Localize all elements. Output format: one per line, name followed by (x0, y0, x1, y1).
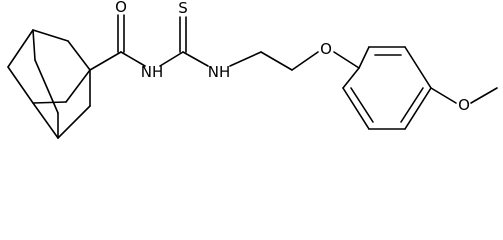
bond (89, 51, 122, 71)
atom-labels: O S NH NH O O (115, 0, 470, 114)
bond (159, 51, 184, 67)
bond (120, 51, 146, 67)
bond (7, 66, 34, 104)
bond (342, 87, 370, 130)
acyl-thiourea-linker (89, 14, 209, 71)
bond (57, 105, 91, 139)
bond (342, 67, 360, 89)
methoxy-group (430, 87, 498, 104)
ether-oxygen-label: O (320, 40, 332, 58)
thiourea-nitrogen-label: NH (208, 63, 231, 81)
chemical-structure: O S NH NH O O (7, 0, 498, 139)
bond (291, 51, 319, 71)
adamantane-cage (7, 29, 91, 139)
amide-nitrogen-label: NH (141, 63, 164, 81)
bond (404, 46, 432, 89)
methoxy-oxygen-label: O (458, 96, 470, 114)
bond (358, 46, 370, 69)
bond (430, 87, 457, 104)
bond (67, 40, 91, 71)
bond (32, 29, 69, 42)
bond (34, 59, 59, 114)
benzene-ring (342, 46, 432, 130)
bond (404, 87, 432, 130)
bond (260, 51, 293, 71)
carbonyl-oxygen-label: O (115, 0, 127, 16)
bond (65, 69, 91, 103)
bond (32, 101, 67, 104)
bond (182, 51, 209, 67)
thione-sulfur-label: S (178, 0, 188, 17)
bond (470, 87, 498, 104)
bond (32, 29, 36, 61)
aromatic-inner-bond (400, 87, 424, 123)
ethoxy-chain (229, 51, 360, 71)
aromatic-inner-bond (350, 87, 374, 123)
bond (333, 51, 360, 69)
bond (32, 102, 59, 139)
bond (7, 29, 34, 68)
bond (229, 51, 262, 67)
